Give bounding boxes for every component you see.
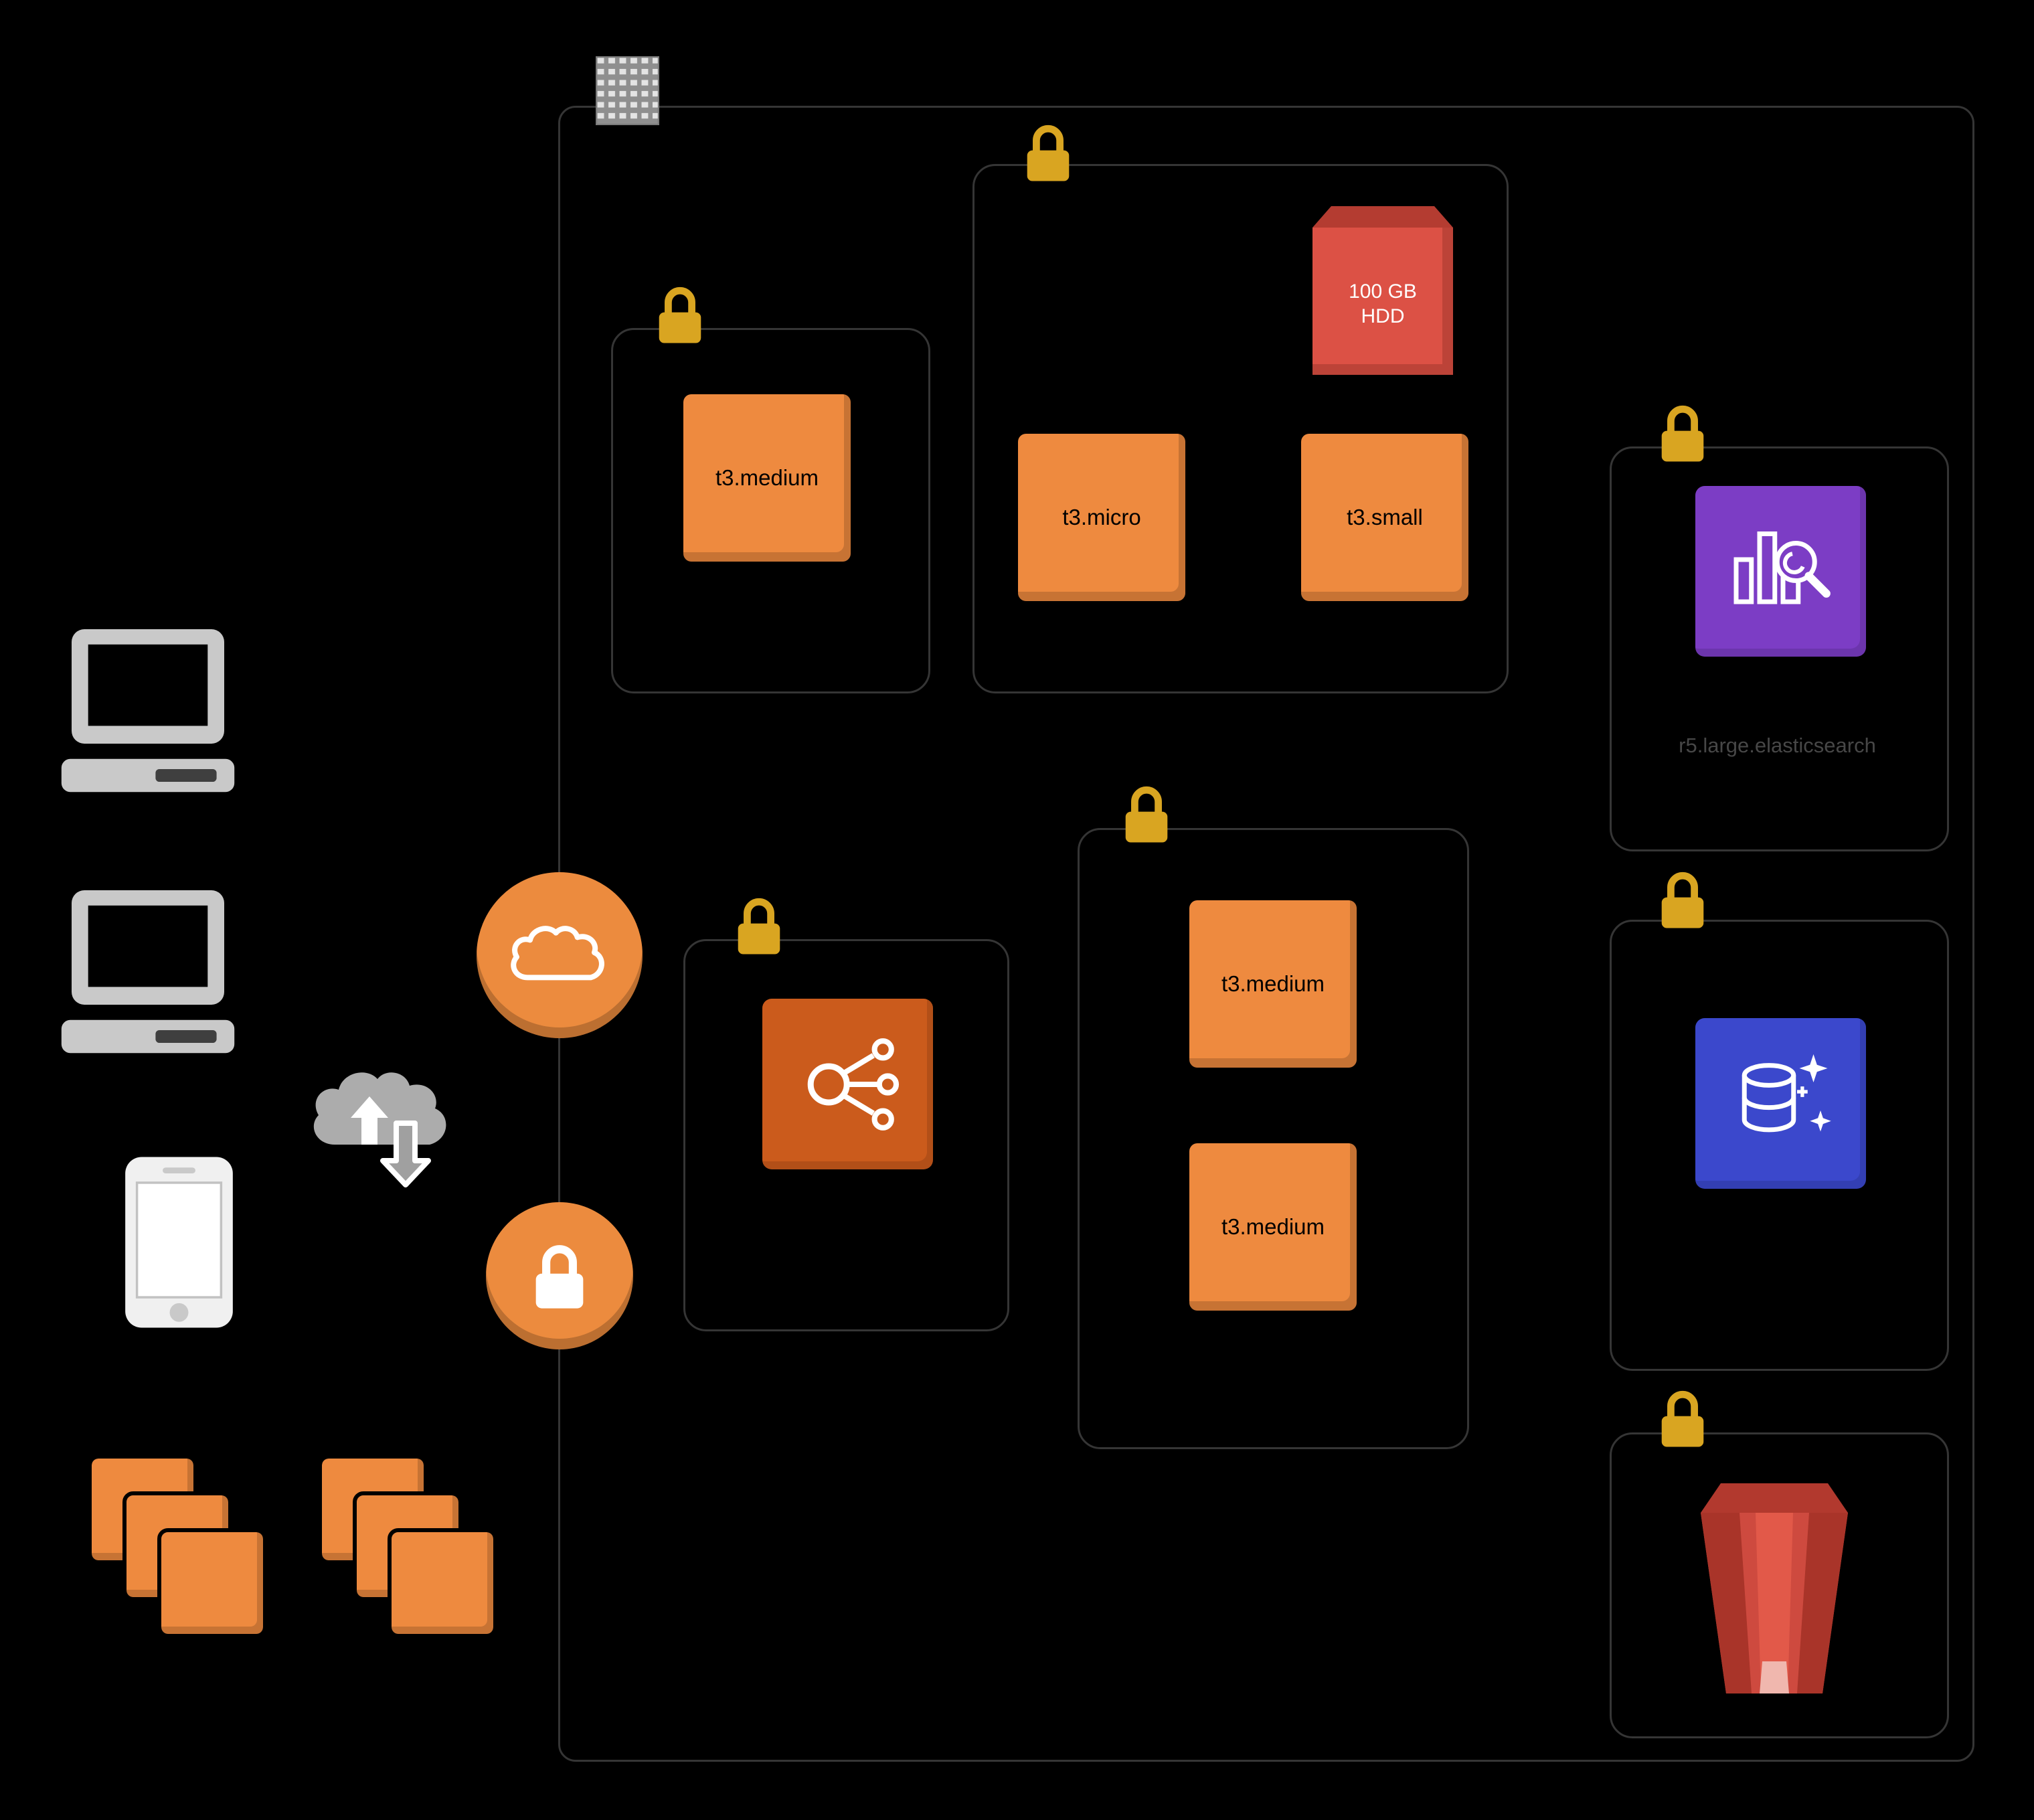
ec2-instance: t3.medium bbox=[683, 394, 851, 562]
security-lock-node bbox=[486, 1202, 633, 1349]
storage-label-wrap: 100 GB HDD bbox=[1307, 228, 1458, 380]
padlock-icon bbox=[651, 282, 709, 346]
padlock-icon bbox=[730, 894, 788, 957]
desktop-computer-icon bbox=[61, 890, 235, 1054]
padlock-icon bbox=[1019, 120, 1078, 184]
security-group-app bbox=[972, 164, 1509, 693]
instance-label: t3.medium bbox=[1221, 1214, 1325, 1239]
s3-bucket-icon bbox=[1701, 1483, 1848, 1693]
building-icon bbox=[596, 56, 659, 125]
ec2-instance: t3.medium bbox=[1189, 1143, 1357, 1311]
ec2-instance-stack-icon bbox=[88, 1455, 267, 1641]
lock-icon bbox=[526, 1240, 593, 1311]
security-group-elasticsearch bbox=[1610, 446, 1949, 851]
ec2-instance: t3.medium bbox=[1189, 900, 1357, 1068]
cloud-gateway-node bbox=[477, 872, 643, 1038]
padlock-icon bbox=[1653, 401, 1712, 465]
elasticsearch-instance-label: r5.large.elasticsearch bbox=[1679, 734, 1876, 757]
padlock-icon bbox=[1653, 867, 1712, 931]
elasticsearch-analytics-icon bbox=[1722, 513, 1839, 630]
instance-square bbox=[388, 1528, 497, 1638]
security-group-elb bbox=[683, 939, 1009, 1331]
instance-label: t3.medium bbox=[1221, 971, 1325, 996]
instance-label: t3.micro bbox=[1062, 505, 1141, 529]
elasticsearch-node bbox=[1695, 486, 1866, 657]
cloud-icon bbox=[506, 920, 613, 990]
elastic-load-balancer-icon bbox=[788, 1024, 908, 1145]
instance-label: t3.medium bbox=[715, 465, 819, 490]
padlock-icon bbox=[1117, 782, 1176, 845]
smartphone-icon bbox=[124, 1155, 234, 1329]
storage-label: 100 GB HDD bbox=[1349, 280, 1417, 328]
desktop-computer-icon bbox=[61, 629, 235, 793]
instance-label: t3.small bbox=[1347, 505, 1423, 529]
security-group-s3 bbox=[1610, 1432, 1949, 1738]
ec2-instance: t3.small bbox=[1301, 434, 1468, 601]
cache-node bbox=[1695, 1018, 1866, 1189]
database-cache-icon bbox=[1722, 1045, 1839, 1162]
security-group-workers bbox=[1078, 828, 1469, 1449]
padlock-icon bbox=[1653, 1386, 1712, 1450]
security-group-web bbox=[611, 328, 930, 693]
hdd-storage: 100 GB HDD bbox=[1307, 201, 1458, 380]
ec2-instance-stack-icon bbox=[318, 1455, 497, 1641]
instance-square bbox=[157, 1528, 267, 1638]
load-balancer-node bbox=[762, 999, 933, 1169]
cloud-upload-download-icon bbox=[300, 1056, 487, 1224]
ec2-instance: t3.micro bbox=[1018, 434, 1185, 601]
security-group-cache bbox=[1610, 920, 1949, 1371]
